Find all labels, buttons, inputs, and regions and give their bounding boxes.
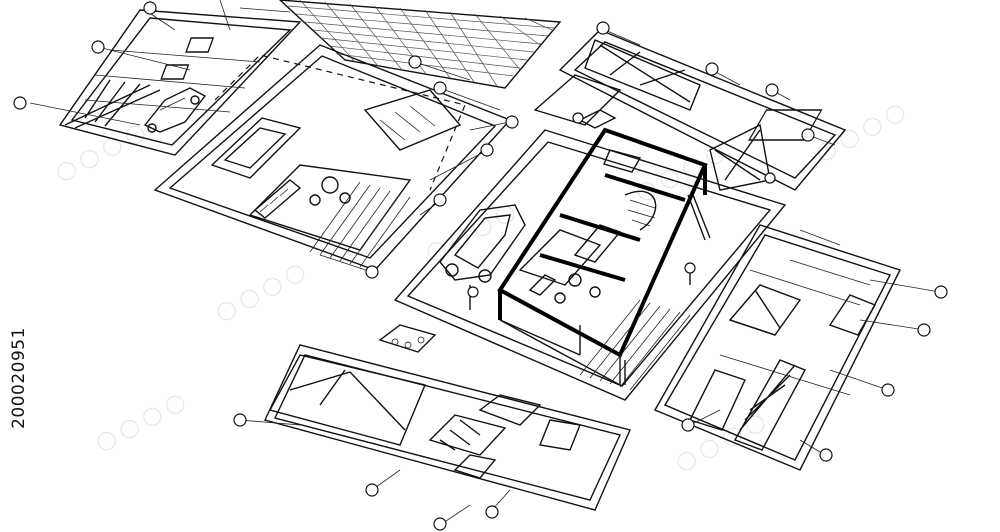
grid-axis-bubble-icon	[233, 413, 247, 427]
svg-text:◯ ◯ ◯ ◯: ◯ ◯ ◯ ◯	[92, 390, 188, 454]
grid-axis-bubble-icon	[13, 96, 27, 110]
grid-axis-bubbles	[13, 1, 948, 531]
svg-text:◯ ◯ ◯ ◯: ◯ ◯ ◯ ◯	[52, 120, 148, 184]
grid-axis-bubble-icon	[433, 81, 447, 95]
watermark-pattern: ◯ ◯ ◯ ◯ ◯ ◯ ◯ ◯ ◯ ◯ ◯ ◯ ◯ ◯ ◯ ◯ ◯ ◯ ◯ ◯ …	[52, 100, 908, 474]
grid-axis-bubble-icon	[365, 265, 379, 279]
staircase-icon	[579, 299, 691, 391]
grid-axis-bubble-icon	[801, 128, 815, 142]
grid-axis-bubble-icon	[881, 383, 895, 397]
grid-axis-bubble-icon	[485, 505, 499, 519]
grid-axis-bubble-icon	[433, 517, 447, 531]
grid-axis-bubble-icon	[572, 112, 584, 124]
grid-axis-bubble-icon	[91, 40, 105, 54]
car-icon	[210, 117, 302, 179]
grid-axis-bubble-icon	[596, 21, 610, 35]
grid-sheet	[278, 0, 562, 89]
grid-axis-bubble-icon	[681, 418, 695, 432]
elevation-bottom-right	[653, 224, 901, 471]
grid-axis-bubble-icon	[480, 143, 494, 157]
stock-id-text: 200020951	[9, 327, 29, 429]
grid-axis-bubble-icon	[819, 448, 833, 462]
grid-axis-bubble-icon	[934, 285, 948, 299]
grid-axis-bubble-icon	[408, 55, 422, 69]
grid-axis-bubble-icon	[765, 83, 779, 97]
stock-image-id: 200020951	[2, 283, 36, 473]
grid-axis-bubble-icon	[917, 323, 931, 337]
car-icon	[143, 87, 207, 133]
grid-axis-bubble-icon	[505, 115, 519, 129]
grid-axis-bubble-icon	[467, 286, 479, 298]
grid-axis-bubble-icon	[684, 262, 696, 274]
svg-text:◯ ◯ ◯ ◯: ◯ ◯ ◯ ◯	[212, 260, 308, 324]
floor-plan-top-left	[58, 0, 302, 156]
grid-axis-bubble-icon	[365, 483, 379, 497]
car-icon	[439, 204, 526, 283]
grid-axis-bubble-icon	[764, 172, 776, 184]
staircase-icon	[309, 181, 411, 268]
grid-axis-bubble-icon	[143, 1, 157, 15]
elevation-top-right	[533, 29, 847, 191]
stove-icon	[391, 336, 425, 349]
grid-axis-bubble-icon	[705, 62, 719, 76]
elevation-bottom-left	[264, 324, 631, 511]
isometric-house	[393, 127, 787, 401]
grid-axis-bubble-icon	[433, 193, 447, 207]
